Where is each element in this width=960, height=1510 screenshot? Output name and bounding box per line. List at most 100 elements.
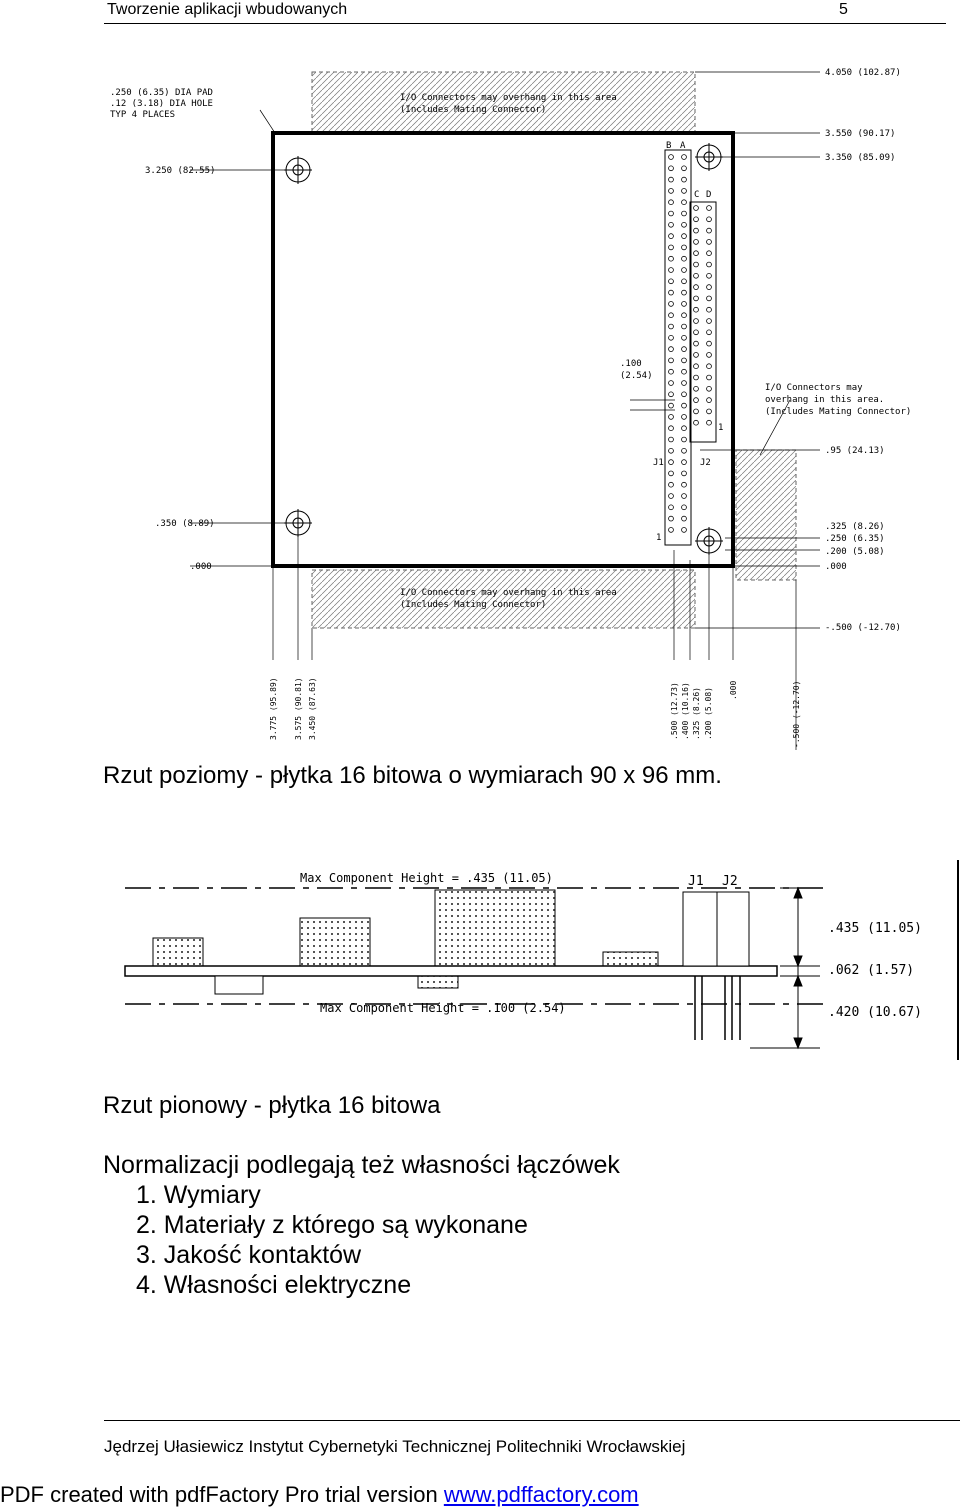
connector-pin — [681, 312, 687, 319]
connector-pin — [668, 222, 674, 228]
connector-pin — [668, 154, 674, 160]
dim-right-9: -.500 (-12.70) — [825, 623, 901, 633]
running-header-title: Tworzenie aplikacji wbudowanych — [107, 1, 348, 18]
board-side-view-drawing: Max Component Height = .435 (11.05) Max … — [124, 860, 959, 1060]
component — [434, 889, 556, 967]
caption-side-view: Rzut pionowy - płytka 16 bitowa — [103, 1092, 441, 1119]
connector-pin — [668, 425, 674, 432]
page-number: 5 — [839, 1, 848, 18]
connector-pin — [668, 357, 674, 364]
connector-pin — [706, 340, 712, 347]
connector-pin — [693, 306, 699, 313]
connector-pin — [706, 397, 712, 403]
connector-pin — [681, 255, 687, 262]
component — [152, 937, 204, 967]
connector-pin — [668, 481, 674, 488]
list-item: 3. Jakość kontaktów — [136, 1241, 362, 1269]
board-outline — [271, 131, 735, 568]
component-bottom — [417, 975, 459, 989]
connector-pin — [706, 295, 712, 302]
connector-pin — [668, 459, 674, 465]
connector-j1 — [682, 891, 718, 967]
mounting-hole — [695, 527, 723, 555]
pitch-2: (2.54) — [620, 371, 653, 381]
dim-bottom-left-1: 3.775 (95.89) — [269, 677, 278, 740]
side-dim-2: .062 (1.57) — [828, 963, 914, 978]
connector-pin — [681, 334, 687, 341]
connector-pin — [693, 261, 699, 268]
connector-pin — [681, 210, 687, 217]
connector-pin — [706, 363, 712, 370]
connector-pin — [681, 493, 687, 499]
connector-j2 — [716, 891, 750, 967]
connector-pin — [668, 515, 674, 522]
label-j1: J1 — [653, 458, 664, 468]
connector-pin — [706, 374, 712, 381]
side-dimensions — [750, 886, 820, 1050]
overhang-note-top-1: I/O Connectors may overhang in this area — [400, 93, 617, 103]
side-label-j1: J1 — [688, 874, 704, 889]
header-rule — [104, 23, 946, 24]
side-dim-1: .435 (11.05) — [828, 921, 922, 936]
connector-pin — [668, 188, 674, 194]
connector-pin — [681, 459, 687, 465]
overhang-note-bottom-2: (Includes Mating Connector) — [400, 600, 546, 610]
pdffactory-link[interactable]: www.pdffactory.com — [443, 1482, 639, 1507]
connector-pin — [668, 470, 674, 477]
connector-pin — [693, 295, 699, 302]
pdf-watermark-text: PDF created with pdfFactory Pro trial ve… — [0, 1482, 444, 1507]
overhang-area-top — [311, 71, 696, 133]
connector-pin — [668, 447, 674, 454]
connector-pin — [681, 527, 687, 533]
connector-pin — [668, 176, 674, 183]
connector-pin — [693, 216, 699, 223]
connector-pin — [668, 334, 674, 341]
connector-pin — [681, 165, 687, 172]
note-hole: .12 (3.18) DIA HOLE — [110, 99, 213, 109]
connector-pin — [668, 255, 674, 262]
pin-label-b: B — [666, 141, 671, 151]
dim-right-7: .200 (5.08) — [825, 547, 885, 557]
component — [299, 917, 371, 967]
board-top-view-drawing: .250 (6.35) DIA PAD .12 (3.18) DIA HOLE … — [110, 68, 911, 750]
dim-bottom-right-5: .000 — [729, 681, 738, 700]
connector-pin — [693, 363, 699, 370]
connector-pin — [693, 318, 699, 324]
side-note-3: (Includes Mating Connector) — [765, 407, 911, 417]
pcb-board — [124, 965, 778, 977]
side-note-1: I/O Connectors may — [765, 383, 863, 393]
connector-pin — [706, 216, 712, 223]
connector-pin — [706, 352, 712, 358]
dim-bottom-right-1: .500 (12.73) — [670, 682, 679, 740]
connector-pin — [668, 346, 674, 352]
connector-pin — [681, 402, 687, 409]
connector-pin — [693, 340, 699, 347]
dim-right-8: .000 — [825, 562, 847, 572]
dim-bottom-right-4: .200 (5.08) — [704, 687, 713, 740]
connector-pin — [668, 312, 674, 319]
connector-pin — [693, 284, 699, 290]
dim-right-2: 3.550 (90.17) — [825, 129, 895, 139]
connector-pin — [668, 391, 674, 398]
connector-pin — [681, 380, 687, 386]
max-height-top-label: Max Component Height = .435 (11.05) — [300, 871, 553, 885]
dim-bottom-right-2: .400 (10.16) — [681, 682, 690, 740]
caption-top-view: Rzut poziomy - płytka 16 bitowa o wymiar… — [103, 762, 722, 789]
connector-pin — [668, 380, 674, 386]
connector-pin — [668, 233, 674, 239]
connector-pin — [706, 329, 712, 336]
connector-pin — [681, 199, 687, 206]
pitch-1: .100 — [620, 359, 642, 369]
connector-pin — [668, 527, 674, 533]
connector-pin — [693, 273, 699, 279]
max-height-bottom-label: Max Component Height = .100 (2.54) — [320, 1001, 566, 1015]
overhang-note-bottom-1: I/O Connectors may overhang in this area — [400, 588, 617, 598]
connector-pin — [706, 385, 712, 392]
body-intro: Normalizacji podlegają też własności łąc… — [103, 1151, 620, 1179]
connector-pin — [706, 261, 712, 268]
connector-pin — [668, 210, 674, 217]
side-label-j2: J2 — [722, 874, 738, 889]
connector-pin — [706, 273, 712, 279]
connector-pin — [693, 250, 699, 257]
side-note-2: overhang in this area. — [765, 395, 884, 405]
